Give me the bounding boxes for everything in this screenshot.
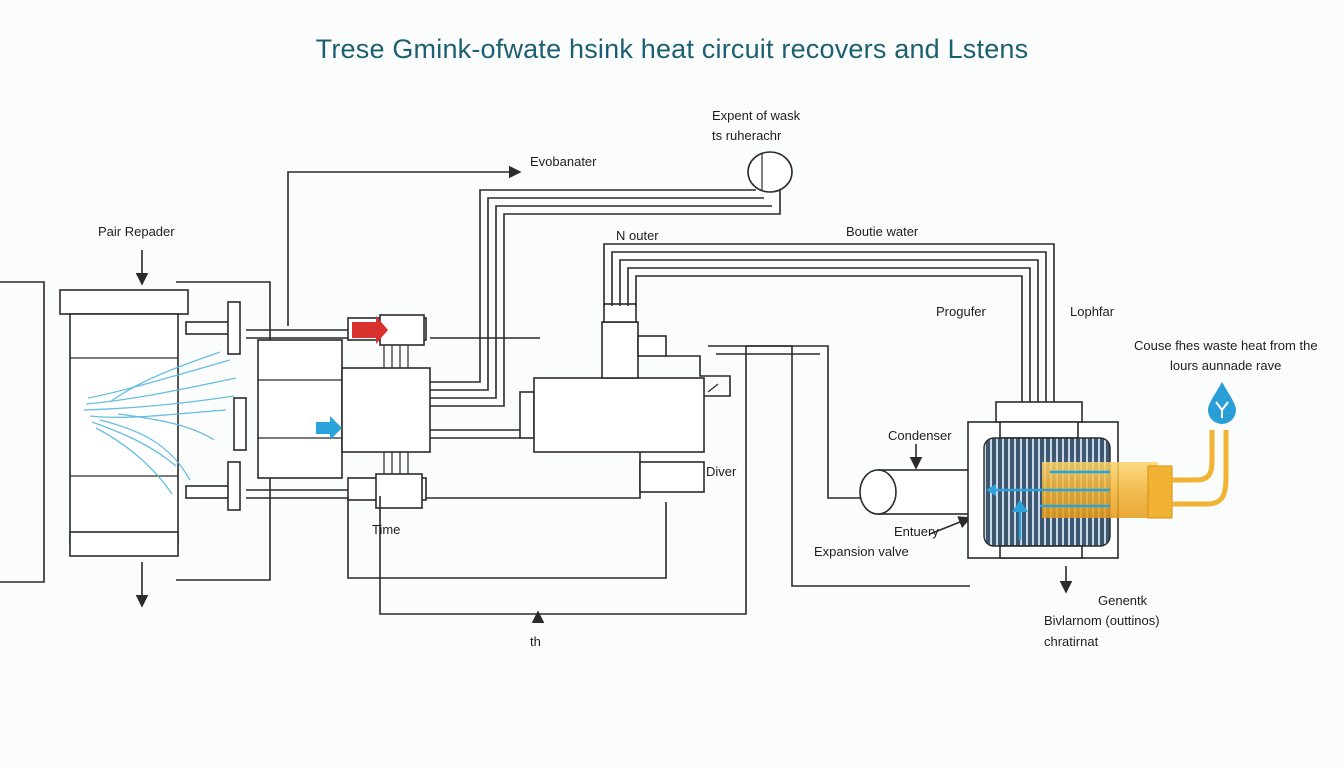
pair-repader-unit xyxy=(0,250,271,608)
th-label: th xyxy=(530,634,541,649)
central-block xyxy=(257,314,431,509)
pair-repader-label: Pair Repader xyxy=(98,224,175,239)
condenser-unit xyxy=(859,444,979,535)
time-label: Time xyxy=(372,522,401,537)
shaft-connectors xyxy=(185,301,348,511)
main-drum-unit xyxy=(519,303,731,493)
heat-exchanger xyxy=(967,382,1236,594)
expent-label-line2: ts ruherachr xyxy=(712,128,782,143)
waste-heat-wisps xyxy=(83,351,237,495)
cause-label-line1: Couse fhes waste heat from the xyxy=(1134,338,1318,353)
top-pipe-bundle xyxy=(603,243,1055,587)
expent-label-line1: Expent of wask xyxy=(712,108,801,123)
lophfar-label: Lophfar xyxy=(1070,304,1115,319)
repader-bottom-cap xyxy=(69,531,179,557)
bivlamon-label: Bivlarnom (outtinos) xyxy=(1044,613,1160,628)
expent-vessel xyxy=(747,151,793,193)
n-outer-label: N outer xyxy=(616,228,659,243)
blue-flow-arrow-icon xyxy=(316,416,342,440)
evobanater-label: Evobanater xyxy=(530,154,597,169)
cause-label-line2: lours aunnade rave xyxy=(1170,358,1282,373)
chratimat-label: chratirnat xyxy=(1044,634,1099,649)
progufer-label: Progufer xyxy=(936,304,986,319)
condenser-label: Condenser xyxy=(888,428,952,443)
water-drop-icon xyxy=(1208,382,1236,424)
up-arrow-icon xyxy=(1012,500,1028,512)
expansion-valve-label: Expansion valve xyxy=(814,544,909,559)
repader-body xyxy=(69,313,179,545)
red-flow-arrow-icon xyxy=(352,316,388,344)
genentk-label: Genentk xyxy=(1098,593,1148,608)
repader-top-cap xyxy=(59,289,189,315)
boutie-water-label: Boutie water xyxy=(846,224,919,239)
page-title: Trese Gmink-ofwate hsink heat circuit re… xyxy=(315,34,1029,64)
evaporator-pipes xyxy=(287,151,793,407)
diver-label: Diver xyxy=(706,464,737,479)
entrey-label: Entuery xyxy=(894,524,939,539)
